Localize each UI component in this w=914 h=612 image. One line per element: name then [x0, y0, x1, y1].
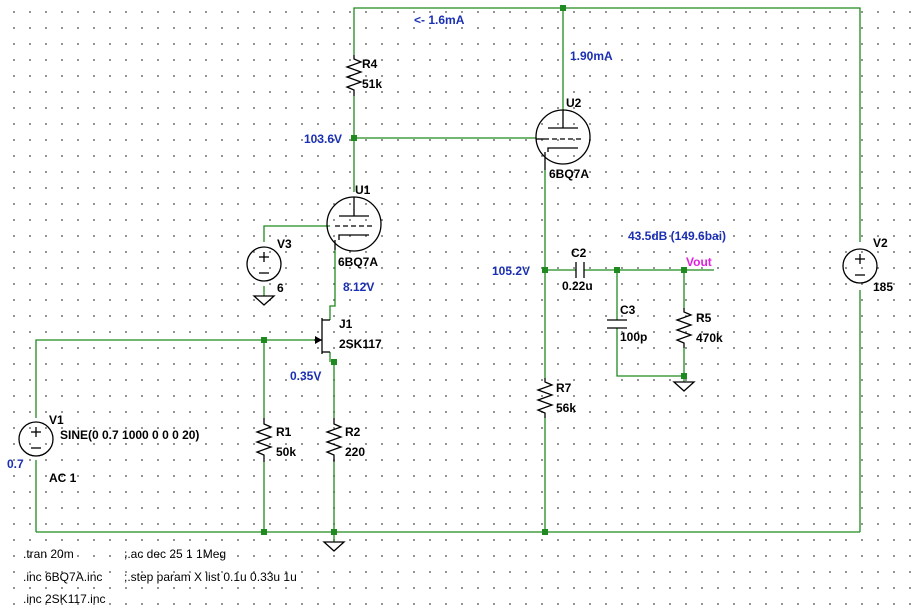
capacitor-c3[interactable]: [607, 319, 627, 329]
triode-u1[interactable]: [326, 196, 382, 252]
u2-cathode: [547, 147, 578, 152]
r4-ref: R4: [362, 57, 378, 71]
directive-inc-2sk117[interactable]: .inc 2SK117.inc: [23, 592, 106, 606]
resistor-r4[interactable]: [345, 55, 363, 96]
junction-bus-r7: [542, 529, 548, 535]
c3-ref: C3: [620, 303, 636, 317]
jfet-j1[interactable]: [314, 318, 330, 354]
v1-ac: AC 1: [49, 471, 77, 485]
junction-top: [560, 5, 566, 11]
c2-value: 0.22u: [562, 279, 593, 293]
junction-r5-bottom: [681, 373, 687, 379]
wire-c3-bottom[interactable]: [616, 328, 684, 377]
junction-bus-r1: [261, 529, 267, 535]
wire-v3[interactable]: [263, 225, 330, 242]
u2-ref: U2: [566, 96, 582, 110]
probe-gain: 43.5dB (149.6bai): [628, 229, 726, 243]
c3-value: 100p: [620, 330, 647, 344]
r1-ref: R1: [276, 425, 292, 439]
probe-top-current: <- 1.6mA: [414, 13, 465, 27]
resistor-r4-symbol: [345, 55, 363, 96]
v3-circle: [246, 246, 282, 282]
u1-ref: U1: [355, 183, 371, 197]
u2-value: 6BQ7A: [549, 167, 589, 181]
v1-circle: [18, 421, 54, 457]
probe-j1-source-voltage: 0.35V: [290, 369, 321, 383]
junction-bus-r2: [331, 529, 337, 535]
v3-value: 6: [277, 281, 284, 295]
r2-value: 220: [345, 445, 365, 459]
v1-value: SINE(0 0.7 1000 0 0 0 20): [60, 428, 199, 442]
junction-vout: [681, 267, 687, 273]
probe-u2-current: 1.90mA: [570, 49, 613, 63]
r7-ref: R7: [556, 381, 572, 395]
wire-j1-drain[interactable]: [329, 250, 336, 320]
directive-step[interactable]: ;.step param X list 0.1u 0.33u 1u: [124, 570, 297, 584]
voltage-source-v1[interactable]: [18, 421, 54, 457]
r5-ref: R5: [696, 311, 712, 325]
triode-u2[interactable]: [535, 109, 591, 170]
directive-inc-6bq7a[interactable]: .inc 6BQ7A.inc: [23, 570, 102, 584]
directive-tran[interactable]: .tran 20m: [23, 547, 74, 561]
resistor-r1[interactable]: [255, 418, 273, 462]
wires: [35, 7, 861, 542]
net-label-vout[interactable]: Vout: [686, 255, 712, 269]
probe-u1-plate-voltage: 103.6V: [304, 132, 342, 146]
probe-u1-cathode-voltage: 8.12V: [343, 280, 374, 294]
ground-symbol-v3: [252, 295, 276, 306]
ground-symbol-main: [322, 541, 346, 552]
resistor-r7[interactable]: [536, 378, 554, 418]
voltage-source-v2[interactable]: [842, 248, 878, 284]
v2-value: 185: [873, 280, 893, 294]
wire-top-rail[interactable]: [353, 7, 861, 242]
resistor-r2-symbol: [325, 418, 343, 462]
capacitor-c2[interactable]: [575, 262, 585, 278]
j1-ref: J1: [339, 317, 353, 331]
v3-ref: V3: [277, 237, 292, 251]
junction-c3: [614, 267, 620, 273]
r4-value: 51k: [362, 77, 382, 91]
u1-value: 6BQ7A: [338, 255, 378, 269]
j1-gate-arrow: [315, 336, 322, 344]
probe-v1-dc: 0.7: [7, 457, 24, 471]
junctions: [261, 5, 687, 535]
v2-ref: V2: [873, 236, 888, 250]
r2-ref: R2: [345, 425, 361, 439]
u1-cathode: [338, 234, 369, 240]
junction-u1-plate: [351, 135, 357, 141]
v2-circle: [842, 248, 878, 284]
c2-ref: C2: [571, 246, 587, 260]
r1-value: 50k: [276, 445, 296, 459]
junction-source: [331, 359, 337, 365]
j1-value: 2SK117: [339, 337, 382, 351]
r7-value: 56k: [556, 401, 576, 415]
voltage-source-v3[interactable]: [246, 246, 282, 282]
r5-value: 470k: [696, 331, 723, 345]
resistor-r2[interactable]: [325, 418, 343, 462]
resistor-r5-symbol: [675, 308, 693, 348]
resistor-r7-symbol: [536, 378, 554, 418]
junction-gate: [261, 337, 267, 343]
resistor-r1-symbol: [255, 418, 273, 462]
resistor-r5[interactable]: [675, 308, 693, 348]
directive-ac[interactable]: ;.ac dec 25 1 1Meg: [124, 547, 226, 561]
wire-v1-gate[interactable]: [35, 339, 314, 418]
probe-u2-cathode-voltage: 105.2V: [492, 264, 530, 278]
junction-u2-cathode: [542, 267, 548, 273]
v1-ref: V1: [49, 413, 64, 427]
ground-symbol-r5: [672, 381, 696, 392]
